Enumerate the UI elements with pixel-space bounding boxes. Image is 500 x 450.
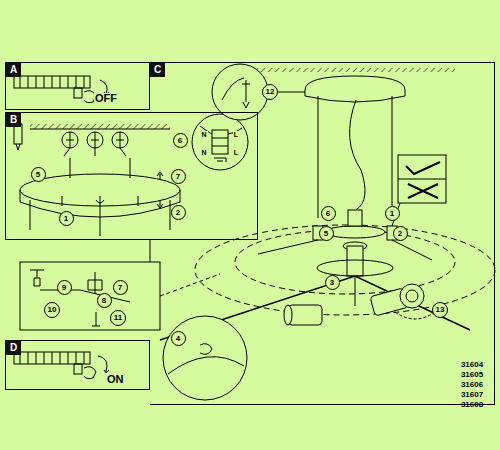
panel-letter: C [150,63,165,77]
terminal-label: N [200,149,207,156]
detail-magnifier [163,316,247,400]
callout-number: 5 [31,167,46,182]
callout-number: 8 [97,293,112,308]
callout-number: 13 [432,302,448,318]
callout-number: 6 [173,133,188,148]
callout-number: 9 [57,280,72,295]
callout-number: 1 [59,211,74,226]
callout-number: 3 [325,275,340,290]
callout-number: 10 [44,302,60,318]
callout-number: 6 [321,206,336,221]
correct-incorrect [392,155,446,226]
model-number: 31604 [461,361,483,369]
model-number: 31608 [461,401,483,409]
callout-number: 1 [385,206,400,221]
terminal-label: L [233,131,239,138]
callout-number: 7 [113,280,128,295]
callout-number: 12 [262,84,278,100]
instruction-panel: D ON [5,340,150,390]
shade-clip [168,344,244,374]
callout-number: 4 [171,331,186,346]
terminal-label: L [233,149,239,156]
switch-label: OFF [94,93,118,104]
switch-label: ON [106,374,125,385]
callout-number: 2 [393,226,408,241]
instruction-panel: A OFF [5,62,150,110]
ceiling-plate [212,64,455,218]
model-number: 31606 [461,381,483,389]
callout-number: 2 [171,205,186,220]
callout-number: 5 [319,226,334,241]
breaker-strip [14,352,109,379]
panel-letter: A [6,63,21,77]
model-number: 31605 [461,371,483,379]
terminal-label: N [200,131,207,138]
ceiling-mounting [14,114,248,236]
callout-number: 7 [171,169,186,184]
panel-letter: B [6,113,21,127]
panel-letter: D [6,341,21,355]
model-number: 31607 [461,391,483,399]
callout-number: 11 [110,310,126,326]
